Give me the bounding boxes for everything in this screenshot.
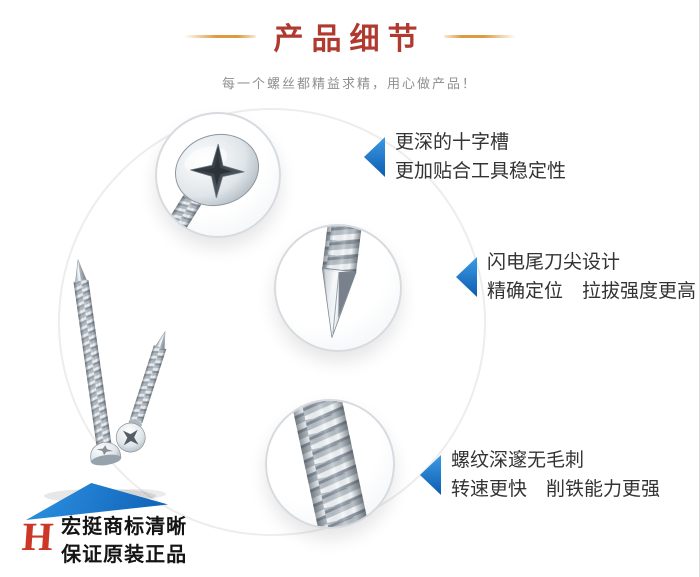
brand-line2: 保证原装正品 <box>61 544 188 566</box>
drill-point-zoom <box>274 224 402 352</box>
callout-drill-tip-design: 闪电尾刀尖设计 精确定位 拉拔强度更高 <box>456 248 696 306</box>
brand-line1: 宏挺商标清晰 <box>61 516 188 538</box>
page-subtitle: 每一个螺丝都精益求精，用心做产品！ <box>221 76 477 91</box>
brand-logo: H <box>20 514 55 559</box>
brand-block: H 宏挺商标清晰 保证原装正品 <box>20 512 188 569</box>
header: 产品细节 每一个螺丝都精益求精，用心做产品！ <box>0 14 699 92</box>
callout-line1: 更深的十字槽 <box>395 132 510 153</box>
title-accent-line-left <box>183 34 256 38</box>
screw-head-zoom-image <box>160 133 260 236</box>
callout-line2: 转速更快 削铁能力更强 <box>451 479 661 500</box>
screws-photo <box>38 248 182 510</box>
callout-line1: 螺纹深邃无毛刺 <box>451 450 585 471</box>
callout-line2: 更加贴合工具稳定性 <box>395 161 567 182</box>
big-circle-outline <box>58 108 486 536</box>
title-accent-line-right <box>443 34 516 38</box>
screws-image <box>44 258 167 503</box>
drill-point-zoom-image <box>321 226 363 338</box>
thread-zoom <box>265 399 395 529</box>
screw-head-zoom <box>155 112 281 238</box>
callout-arrow-icon <box>364 137 385 177</box>
callout-arrow-icon <box>456 257 477 297</box>
callout-line1: 闪电尾刀尖设计 <box>487 252 621 273</box>
callout-arrow-icon <box>420 455 441 495</box>
page-title: 产品细节 <box>273 23 426 56</box>
callout-deeper-cross-slot: 更深的十字槽 更加贴合工具稳定性 <box>364 128 566 186</box>
long-screw <box>73 258 122 466</box>
thread-zoom-image <box>287 401 373 527</box>
callout-deep-threads: 螺纹深邃无毛刺 转速更快 削铁能力更强 <box>420 446 660 504</box>
callout-line2: 精确定位 拉拔强度更高 <box>487 281 697 302</box>
title-row: 产品细节 <box>0 14 699 58</box>
short-screw <box>115 330 167 453</box>
